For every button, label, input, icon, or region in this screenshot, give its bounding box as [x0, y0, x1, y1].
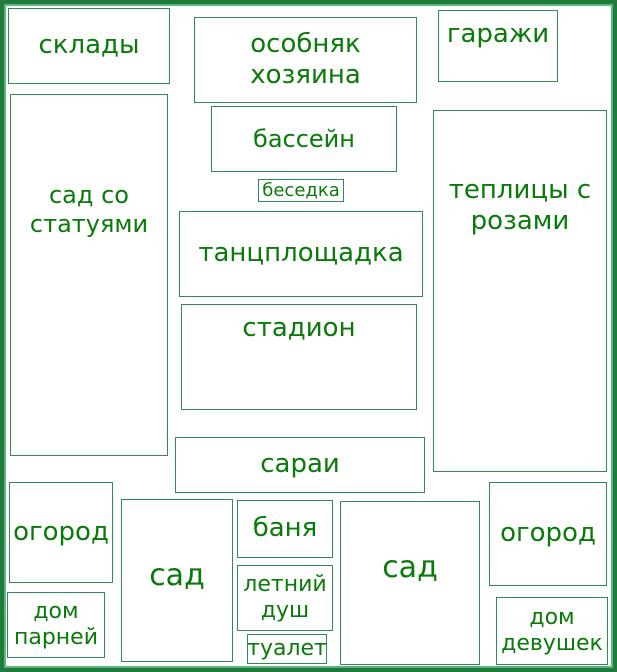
zone-tualet-label: туалет	[247, 635, 327, 661]
zone-sarai: сараи	[175, 437, 425, 493]
zone-teplitsy-label: теплицы с розами	[448, 175, 592, 237]
zone-stadion-label: стадион	[242, 313, 356, 343]
zone-ogorod-left-label: огород	[13, 516, 109, 547]
zone-bassein: бассейн	[211, 106, 397, 172]
zone-ogorod-left: огород	[9, 482, 113, 583]
zone-osobnyak: особняк хозяина	[194, 17, 417, 103]
zone-letniy-dush: летний душ	[237, 565, 333, 631]
zone-teplitsy: теплицы с розами	[433, 110, 607, 472]
zone-sarai-label: сараи	[260, 449, 340, 480]
zone-sad-right: сад	[340, 501, 480, 665]
zone-banya-label: баня	[252, 513, 318, 544]
zone-garazhi-label: гаражи	[446, 19, 550, 49]
zone-letniy-dush-label: летний душ	[243, 571, 327, 623]
zone-dom-parney: дом парней	[7, 592, 105, 658]
zone-ogorod-right-label: огород	[500, 518, 596, 549]
zone-sad-left: сад	[121, 499, 233, 662]
zone-sad-statui: сад со статуями	[10, 94, 168, 456]
zone-sad-statui-label: сад со статуями	[29, 181, 149, 238]
zone-banya: баня	[237, 500, 333, 558]
zone-dom-devushek: дом девушек	[496, 597, 608, 665]
zone-sklady: склады	[8, 8, 170, 84]
zone-tantsploshchadka-label: танцплощадка	[198, 238, 404, 269]
zone-sklady-label: склады	[38, 30, 140, 61]
zone-bassein-label: бассейн	[253, 124, 355, 153]
zone-sad-right-label: сад	[382, 550, 438, 585]
zone-stadion: стадион	[181, 304, 417, 410]
zone-garazhi: гаражи	[438, 10, 558, 82]
zone-ogorod-right: огород	[489, 482, 607, 586]
zone-tantsploshchadka: танцплощадка	[179, 211, 423, 297]
zone-besedka-label: беседка	[262, 179, 340, 201]
zone-osobnyak-label: особняк хозяина	[250, 28, 361, 90]
zone-dom-devushek-label: дом девушек	[501, 604, 603, 656]
zone-dom-parney-label: дом парней	[13, 598, 99, 650]
zone-sad-left-label: сад	[149, 558, 205, 593]
zone-besedka: беседка	[258, 179, 344, 202]
zone-tualet: туалет	[247, 634, 327, 664]
